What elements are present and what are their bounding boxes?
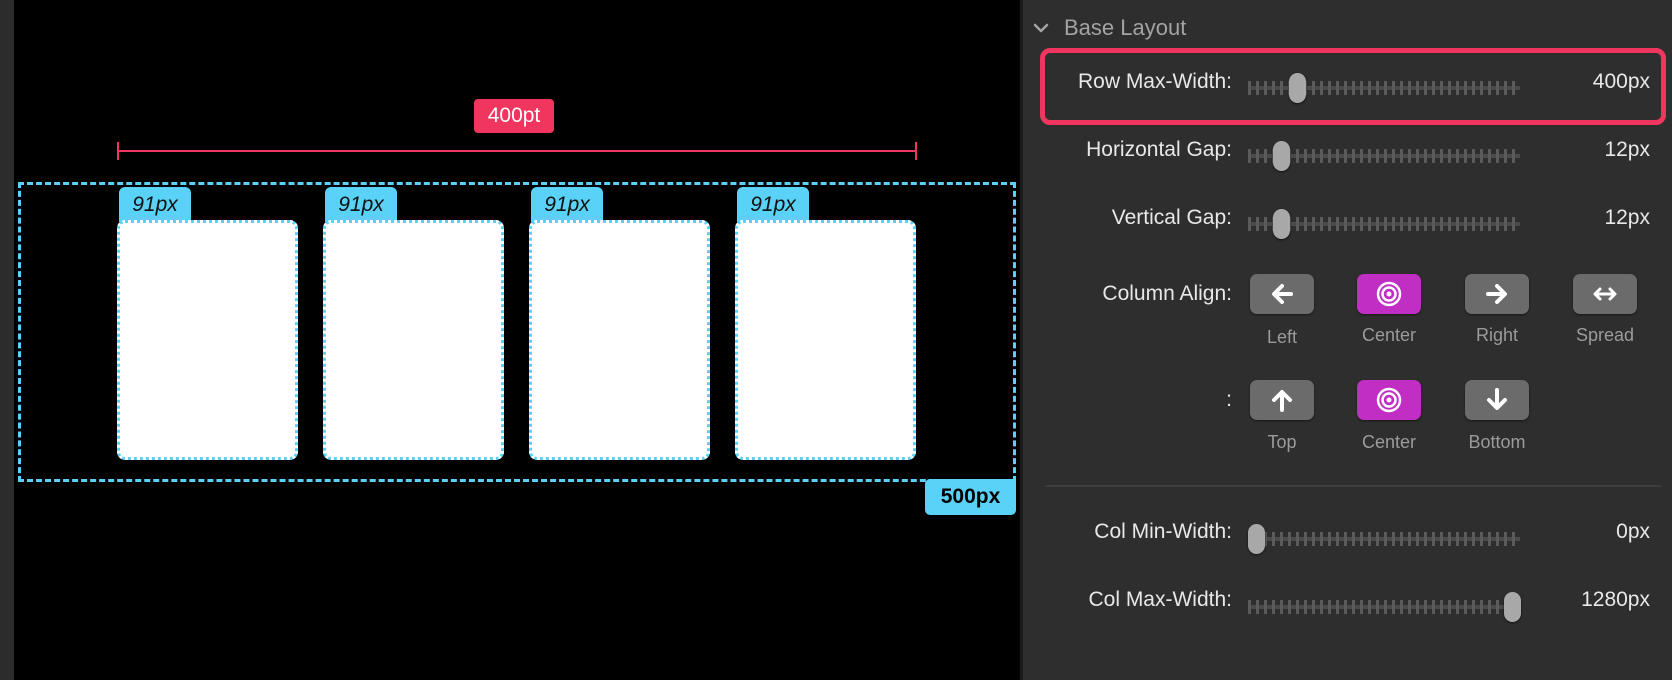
col-max-width-slider[interactable] (1248, 592, 1521, 622)
panel-divider[interactable] (1020, 0, 1023, 680)
col-min-width-label: Col Min-Width: (1094, 520, 1232, 543)
row-max-width-highlight (1040, 48, 1666, 125)
align-bottom-button[interactable] (1465, 380, 1529, 420)
column-4[interactable] (735, 220, 916, 460)
align-middle-caption: Center (1361, 432, 1417, 452)
vertical-gap-slider[interactable] (1248, 209, 1520, 239)
row-max-width-slider[interactable] (1248, 73, 1520, 103)
slider-thumb[interactable] (1272, 209, 1290, 239)
row-width-label: 500px (925, 479, 1016, 515)
arrow-right-icon (1486, 284, 1507, 304)
col-min-width-slider[interactable] (1248, 524, 1520, 554)
section-title: Base Layout (1064, 15, 1187, 40)
vertical-align-label: : (1226, 388, 1232, 411)
column-3[interactable] (529, 220, 710, 460)
horizontal-gap-label: Horizontal Gap: (1086, 138, 1232, 161)
align-center-caption: Center (1361, 325, 1417, 345)
vertical-gap-label: Vertical Gap: (1111, 206, 1232, 229)
horizontal-gap-value: 12px (1604, 138, 1650, 161)
measure-cap-right (915, 142, 917, 160)
row-max-width-measure-label: 400pt (474, 99, 554, 133)
row-container[interactable] (18, 182, 1016, 482)
base-layout-section-header[interactable]: Base Layout (1030, 10, 1186, 46)
arrow-left-right-icon (1593, 287, 1617, 301)
vertical-gap-value: 12px (1604, 206, 1650, 229)
col-max-width-value: 1280px (1581, 588, 1650, 611)
chevron-down-icon (1033, 23, 1049, 33)
section-divider (1045, 485, 1661, 487)
slider-thumb[interactable] (1288, 73, 1306, 103)
row-max-width-measure-line (118, 150, 916, 152)
align-right-button[interactable] (1465, 274, 1529, 314)
column-width-label: 91px (119, 187, 191, 222)
slider-thumb[interactable] (1503, 592, 1521, 622)
column-align-label: Column Align: (1102, 282, 1232, 305)
align-center-button[interactable] (1357, 274, 1421, 314)
arrow-left-icon (1272, 284, 1293, 304)
align-right-caption: Right (1475, 325, 1519, 345)
column-width-label: 91px (531, 187, 603, 222)
align-spread-button[interactable] (1573, 274, 1637, 314)
horizontal-gap-slider[interactable] (1248, 141, 1520, 171)
align-left-caption: Left (1266, 327, 1298, 347)
align-top-caption: Top (1267, 432, 1297, 452)
slider-thumb[interactable] (1272, 141, 1290, 171)
column-1[interactable] (117, 220, 298, 460)
align-spread-caption: Spread (1575, 325, 1635, 345)
col-min-width-value: 0px (1616, 520, 1650, 543)
row-max-width-label: Row Max-Width: (1077, 70, 1232, 93)
align-bottom-caption: Bottom (1468, 432, 1526, 452)
align-top-button[interactable] (1250, 380, 1314, 420)
align-left-button[interactable] (1250, 274, 1314, 314)
arrow-down-icon (1487, 388, 1507, 410)
target-icon (1376, 387, 1402, 413)
arrow-up-icon (1272, 390, 1292, 412)
align-middle-button[interactable] (1357, 380, 1421, 420)
measure-cap-left (117, 142, 119, 160)
slider-thumb[interactable] (1248, 524, 1266, 554)
col-max-width-label: Col Max-Width: (1088, 588, 1232, 611)
inspector-panel (1023, 0, 1672, 680)
column-width-label: 91px (737, 187, 809, 222)
column-2[interactable] (323, 220, 504, 460)
row-max-width-value: 400px (1592, 70, 1650, 93)
column-width-label: 91px (325, 187, 397, 222)
window-edge (0, 0, 14, 680)
target-icon (1376, 281, 1402, 307)
